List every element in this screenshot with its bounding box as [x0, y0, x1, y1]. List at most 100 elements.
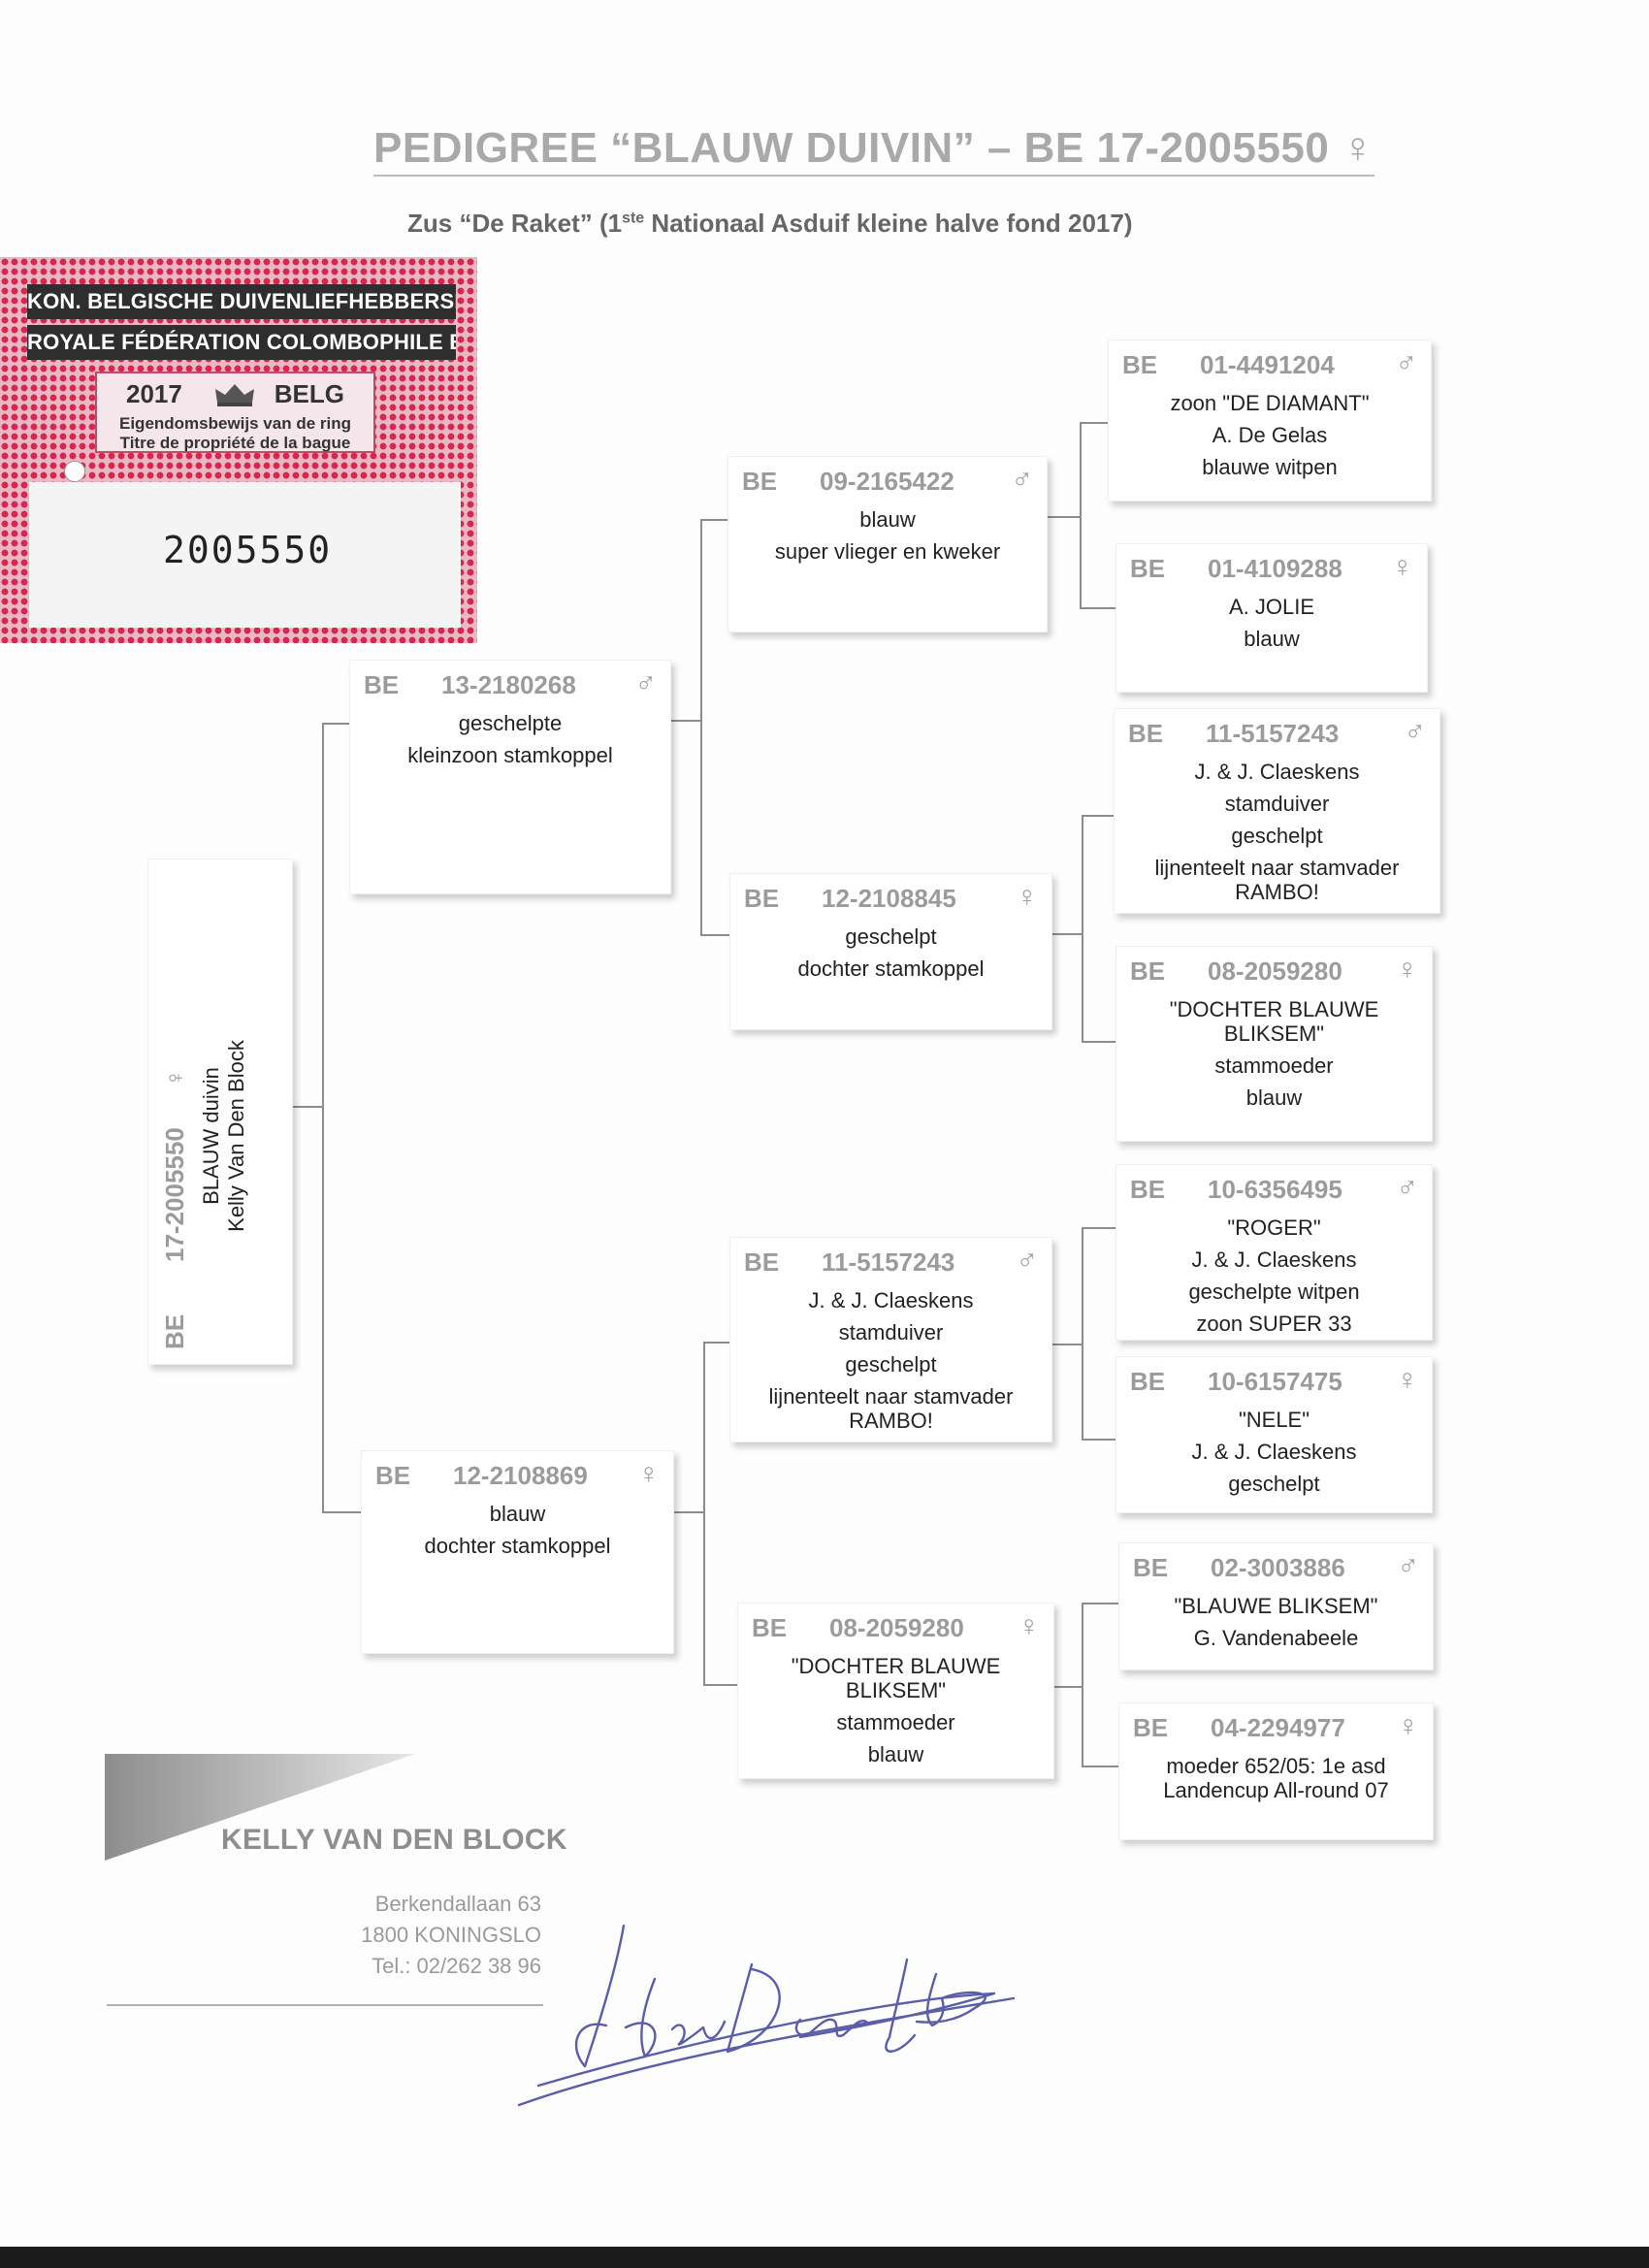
pigeon-detail-line: stamduiver: [838, 1320, 944, 1345]
male-icon: ♂: [1396, 1172, 1419, 1204]
cert-number-panel: [29, 482, 461, 628]
page-title: PEDIGREE “BLAUW DUIVIN” – BE 17-2005550 …: [373, 124, 1374, 177]
ring-number: 12-2108869: [453, 1461, 588, 1490]
address-city: 1800 KONINGSLO: [361, 1923, 541, 1947]
ring-header: BE 08-2059280 ♀: [1130, 954, 1419, 989]
footer-divider: [107, 2004, 543, 2006]
crown-icon: [215, 384, 254, 406]
ring-number: 13-2180268: [441, 670, 576, 699]
pigeon-detail-line: dochter stamkoppel: [424, 1534, 611, 1558]
country-code: BE: [364, 670, 400, 699]
pigeon-detail-line: lijnenteelt naar stamvader RAMBO!: [768, 1384, 1014, 1433]
country-code: BE: [1130, 956, 1166, 986]
country-code: BE: [1133, 1713, 1169, 1742]
female-icon: ♀: [160, 1068, 189, 1088]
male-icon: ♂: [634, 667, 658, 699]
pigeon-detail-line: zoon "DE DIAMANT": [1170, 391, 1370, 415]
country-code: BE: [744, 1247, 780, 1277]
female-icon: ♀: [1018, 1610, 1041, 1642]
country-code: BE: [1133, 1553, 1169, 1582]
country-code: BE: [1130, 1367, 1166, 1396]
pigeon-detail-line: stamduiver: [1224, 792, 1330, 816]
female-icon: ♀: [1391, 551, 1414, 583]
ring-number: 10-6356495: [1208, 1175, 1342, 1204]
male-icon: ♂: [1395, 347, 1418, 379]
pigeon-details: "BLAUWE BLIKSEM"G. Vandenabeele: [1127, 1594, 1425, 1658]
pigeon-detail-line: zoon SUPER 33: [1196, 1312, 1352, 1336]
pigeon-detail-line: geschelpte witpen: [1188, 1280, 1360, 1304]
male-icon: ♂: [1397, 1550, 1420, 1582]
ring-number: 08-2059280: [1208, 956, 1342, 986]
ring-number: 02-3003886: [1211, 1553, 1345, 1582]
subject-rotated-text: BE 17-2005550 ♀ BLAUW duivin Kelly Van D…: [160, 864, 249, 1349]
cert-ring-number: 2005550: [163, 529, 333, 571]
cert-federation-nl: KON. BELGISCHE DUIVENLIEFHEBBERSBOND: [27, 284, 456, 319]
pigeon-detail-line: geschelpt: [845, 1352, 937, 1377]
pigeon-detail-line: super vlieger en kweker: [774, 539, 1001, 564]
pigeon-details: blauw dochter stamkoppel: [370, 1502, 665, 1566]
cert-text-nl: Eigendomsbewijs van de ring: [119, 414, 351, 433]
handwritten-signature: [517, 1924, 1016, 2107]
page-subtitle: Zus “De Raket” (1ste Nationaal Asduif kl…: [407, 209, 1132, 239]
pigeon-detail-line: geschelpte: [458, 711, 563, 735]
pigeon-detail-line: blauw: [489, 1502, 546, 1526]
pigeon-detail-line: blauw: [867, 1742, 924, 1766]
country-code: BE: [1128, 719, 1164, 748]
pigeon-detail-line: "DOCHTER BLAUWE BLIKSEM": [1169, 997, 1379, 1046]
pigeon-details: moeder 652/05: 1e asd Landencup All-roun…: [1127, 1754, 1425, 1810]
subject-name: BLAUW duivin: [199, 1067, 223, 1205]
ring-number: 04-2294977: [1211, 1713, 1345, 1742]
country-code: BE: [1130, 1175, 1166, 1204]
subtitle-post: Nationaal Asduif kleine halve fond 2017): [644, 209, 1133, 238]
pigeon-detail-line: stammoeder: [1214, 1053, 1334, 1078]
company-logo-graphic: [105, 1754, 415, 1861]
dam-dam-sire-card: BE 02-3003886 ♂ "BLAUWE BLIKSEM"G. Vandenab…: [1118, 1542, 1434, 1670]
pigeon-detail-line: dochter stamkoppel: [797, 956, 985, 981]
subtitle-sup: ste: [622, 210, 645, 227]
subtitle-pre: Zus “De Raket” (1: [407, 209, 623, 238]
country-code: BE: [1130, 554, 1166, 583]
cert-title-panel: 2017 BELG Eigendomsbewijs van de ring Ti…: [95, 372, 375, 453]
pigeon-detail-line: J. & J. Claeskens: [1191, 1247, 1357, 1272]
pigeon-detail-line: geschelpt: [845, 924, 937, 949]
pigeon-detail-line: G. Vandenabeele: [1193, 1626, 1359, 1650]
country-code: BE: [1122, 350, 1158, 379]
sire-dam-dam-card: BE 08-2059280 ♀ "DOCHTER BLAUWE BLIKSEM" sta…: [1116, 946, 1433, 1142]
pigeon-detail-line: "DOCHTER BLAUWE BLIKSEM": [791, 1654, 1001, 1702]
scan-edge: [0, 2247, 1649, 2268]
subject-owner: Kelly Van Den Block: [224, 1040, 248, 1232]
ring-number: 11-5157243: [822, 1247, 955, 1277]
pigeon-detail-line: lijnenteelt naar stamvader RAMBO!: [1154, 856, 1400, 904]
female-icon: ♀: [637, 1458, 661, 1490]
female-icon: ♀: [1396, 954, 1419, 986]
ring-number: 11-5157243: [1206, 719, 1340, 748]
ring-header: BE 02-3003886 ♂: [1133, 1550, 1420, 1586]
subject-ring-row: BE 17-2005550 ♀: [160, 864, 199, 1350]
ring-number: 09-2165422: [820, 467, 954, 496]
pigeon-detail-line: moeder 652/05: 1e asd Landencup All-roun…: [1163, 1754, 1389, 1802]
